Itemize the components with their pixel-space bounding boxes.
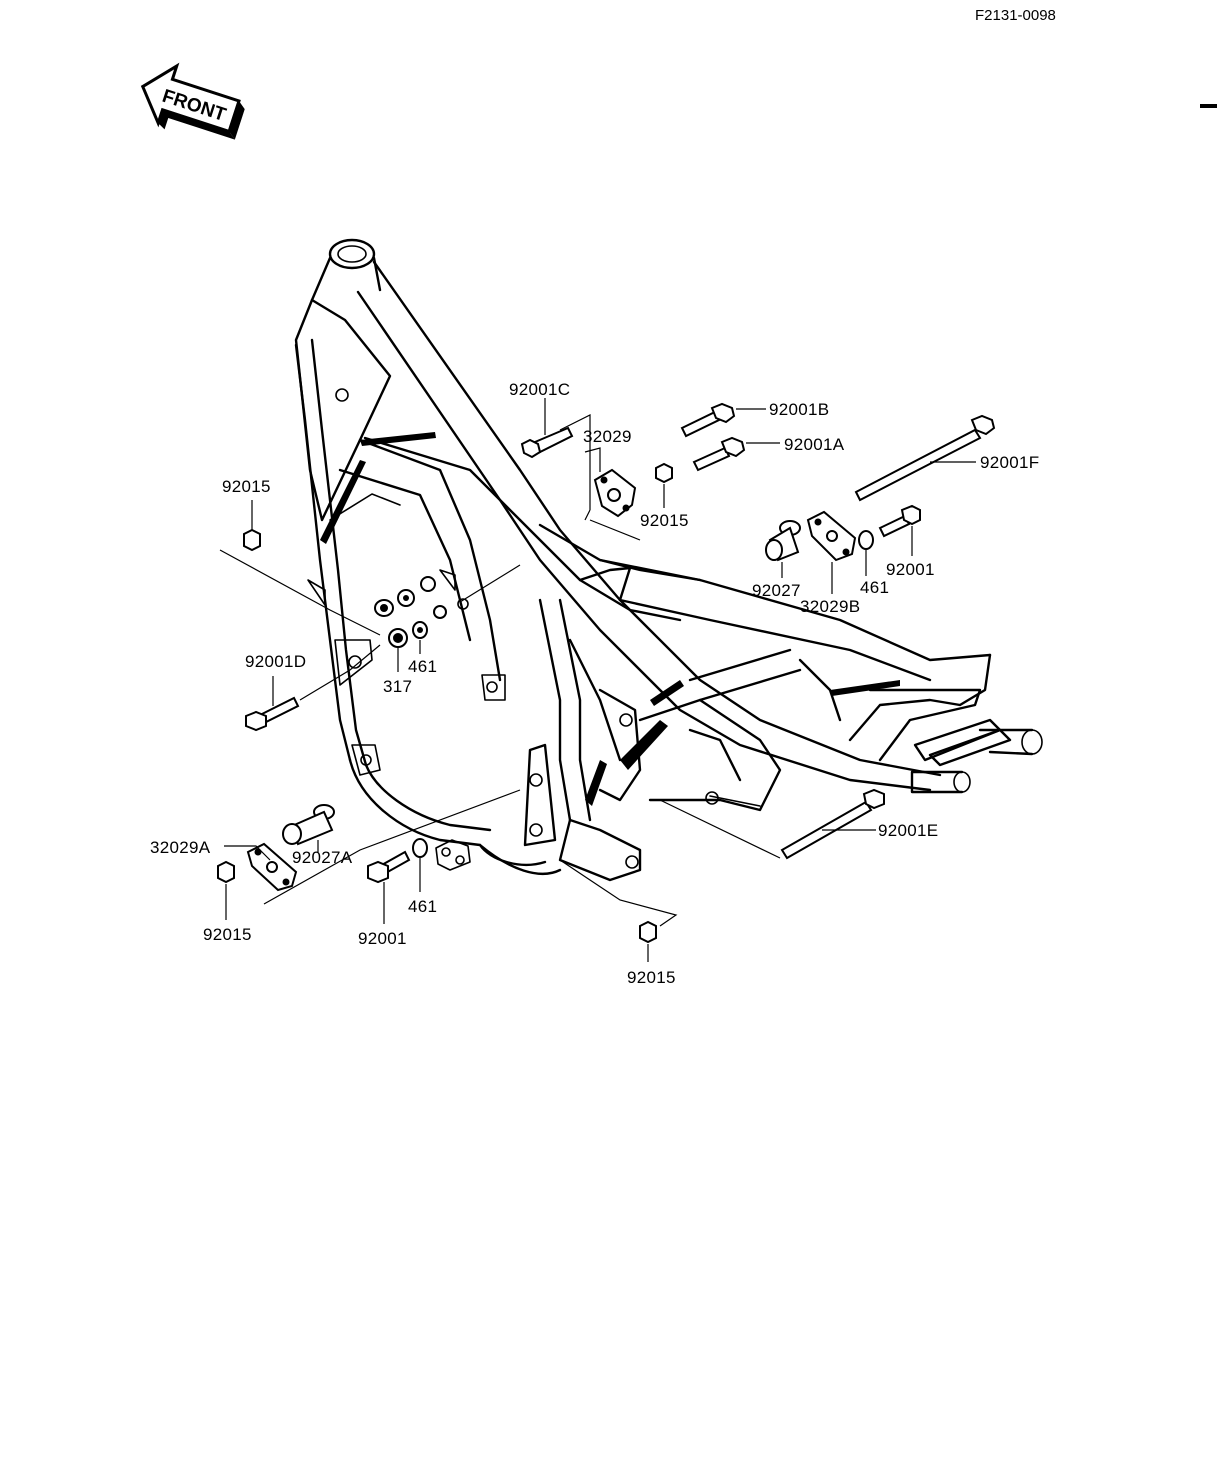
callout-92001b: 92001B (769, 400, 829, 419)
callout-461-bottom: 461 (408, 897, 437, 916)
callout-92027: 92027 (752, 581, 801, 600)
callout-92027a: 92027A (292, 848, 353, 867)
front-arrow-icon: FRONT (140, 62, 245, 140)
callout-92015-left: 92015 (222, 477, 271, 496)
mount-nuts-group (374, 576, 447, 648)
callout-32029a: 32029A (150, 838, 211, 857)
nut-92015-left-icon (243, 528, 261, 552)
collar-92027a-icon (282, 804, 335, 846)
leader-lines (219, 398, 976, 962)
callout-461-right: 461 (860, 578, 889, 597)
callout-92001a: 92001A (784, 435, 845, 454)
callout-461-mid: 461 (408, 657, 437, 676)
callout-92015-bottom-left: 92015 (203, 925, 252, 944)
callout-32029b: 32029B (800, 597, 860, 616)
callout-92001c: 92001C (509, 380, 570, 399)
nut-92015-upper-icon (655, 462, 673, 484)
callout-92001f: 92001F (980, 453, 1039, 472)
bolt-92001c-icon (520, 426, 574, 459)
callout-317: 317 (383, 677, 412, 696)
washer-461-bottom-icon (412, 838, 428, 858)
washer-461-right-icon (858, 530, 874, 550)
edge-mark (1200, 104, 1217, 108)
callout-92015-bottom: 92015 (627, 968, 676, 987)
bolt-92001b-icon (680, 402, 736, 438)
bolt-92001-bottom-icon (367, 850, 411, 884)
callout-32029: 32029 (583, 427, 632, 446)
collar-92027-icon (765, 520, 801, 562)
callout-92001d: 92001D (245, 652, 306, 671)
motorcycle-frame (294, 238, 1043, 882)
long-bolt-92001e-icon (780, 788, 885, 860)
callout-92001-bottom: 92001 (358, 929, 407, 948)
callout-labels: 92001C 92001B 32029 92001A 92001F 92015 … (150, 380, 1039, 987)
plate-32029a-icon (246, 842, 298, 892)
long-bolt-92001f-icon (854, 414, 996, 502)
nut-92015-bottom-icon (639, 920, 657, 944)
nut-92015-bottom-left-icon (217, 860, 235, 884)
plate-32029-icon (593, 468, 637, 518)
fastener-parts (217, 402, 996, 944)
reference-code: F2131-0098 (975, 7, 1056, 24)
callout-92001e: 92001E (878, 821, 938, 840)
bolt-92001d-icon (245, 696, 300, 732)
callout-92001-right: 92001 (886, 560, 935, 579)
callout-92015-top: 92015 (640, 511, 689, 530)
plate-32029b-icon (806, 510, 857, 562)
bolt-92001-right-icon (878, 504, 921, 538)
bolt-92001a-icon (692, 436, 746, 472)
